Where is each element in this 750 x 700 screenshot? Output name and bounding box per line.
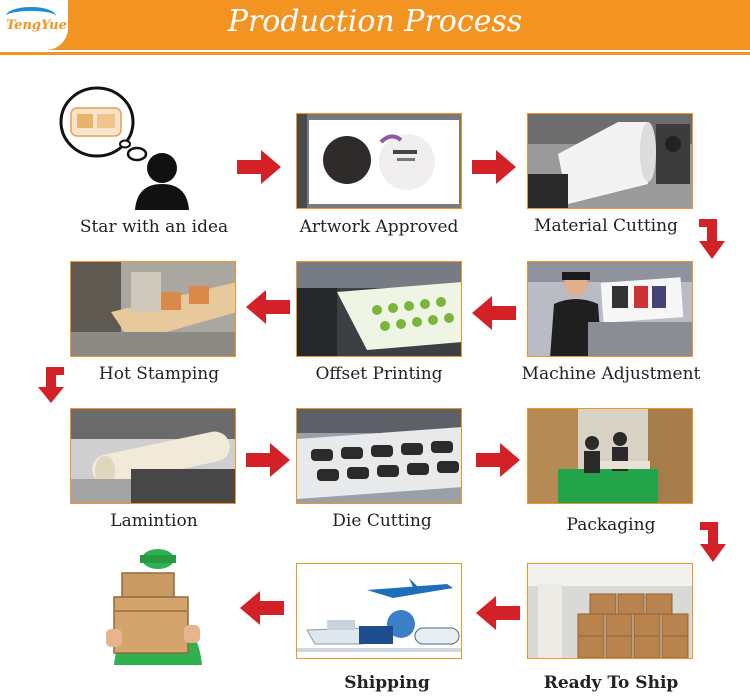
logo-swoosh-icon bbox=[6, 7, 56, 25]
step-packaging-image bbox=[527, 408, 693, 504]
step-artwork-label: Artwork Approved bbox=[299, 217, 459, 237]
step-ready-to-ship-label: Ready To Ship bbox=[543, 673, 679, 693]
step-die-cutting-label: Die Cutting bbox=[332, 511, 432, 531]
arrow-left-icon bbox=[476, 596, 520, 630]
step-artwork-image bbox=[296, 113, 462, 209]
arrow-right-icon bbox=[246, 443, 290, 477]
step-ready-to-ship-image bbox=[527, 563, 693, 659]
delivery-person-icon bbox=[106, 549, 202, 665]
arrow-left-icon bbox=[240, 591, 284, 625]
step-material-cutting-image bbox=[527, 113, 693, 209]
page-title: Production Process bbox=[227, 4, 523, 39]
arrow-down-icon bbox=[700, 522, 726, 562]
arrow-down-icon bbox=[38, 367, 64, 403]
step-shipping-image bbox=[296, 563, 462, 659]
step-idea-image bbox=[55, 80, 195, 210]
step-die-cutting-image bbox=[296, 408, 462, 504]
step-hot-stamping-label: Hot Stamping bbox=[98, 364, 220, 384]
arrow-right-icon bbox=[472, 150, 516, 184]
header-bar bbox=[0, 0, 750, 50]
step-material-cutting-label: Material Cutting bbox=[534, 216, 678, 236]
step-machine-adjustment-image bbox=[527, 261, 693, 357]
person-thinking-icon bbox=[59, 86, 189, 210]
step-offset-printing-image bbox=[296, 261, 462, 357]
step-machine-adjustment-label: Machine Adjustment bbox=[521, 364, 701, 384]
step-hot-stamping-image bbox=[70, 261, 236, 357]
step-shipping-label: Shipping bbox=[344, 673, 430, 693]
arrow-down-icon bbox=[699, 219, 725, 259]
arrow-right-icon bbox=[237, 150, 281, 184]
arrow-left-icon bbox=[472, 296, 516, 330]
arrow-left-icon bbox=[246, 290, 290, 324]
logo: TengYue bbox=[0, 0, 68, 50]
step-idea-label: Star with an idea bbox=[79, 217, 229, 237]
header-divider bbox=[0, 52, 750, 55]
logo-text: TengYue bbox=[6, 18, 67, 33]
step-offset-printing-label: Offset Printing bbox=[315, 364, 443, 384]
step-delivery-image bbox=[100, 545, 210, 665]
step-packaging-label: Packaging bbox=[566, 515, 656, 535]
arrow-right-icon bbox=[476, 443, 520, 477]
step-lamination-image bbox=[70, 408, 236, 504]
step-lamination-label: Lamintion bbox=[110, 511, 198, 531]
